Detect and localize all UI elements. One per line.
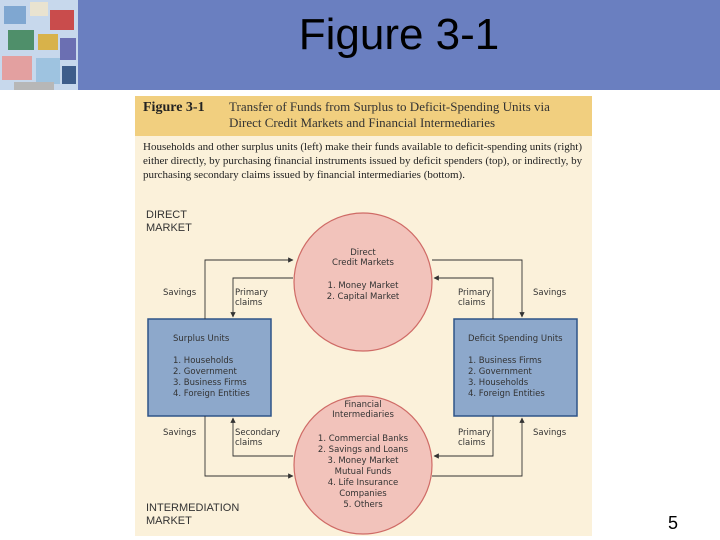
- secondary-claims-label-2: claims: [235, 438, 263, 448]
- collage-graphic: [0, 0, 78, 90]
- figure-caption: Transfer of Funds from Surplus to Defici…: [229, 99, 550, 130]
- intermediation-market-label-1: INTERMEDIATION: [146, 502, 240, 514]
- primary-claims-label-top-left-2: claims: [235, 298, 263, 308]
- direct-market-label-2: MARKET: [146, 222, 192, 234]
- surplus-units-item: 3. Business Firms: [173, 378, 247, 388]
- intermediaries-circle-item: 3. Money Market: [327, 456, 399, 466]
- surplus-units-item: 1. Households: [173, 356, 234, 366]
- deficit-units-title: Deficit Spending Units: [468, 334, 563, 344]
- savings-label-top-right: Savings: [533, 288, 567, 298]
- primary-claims-label-top-right-2: claims: [458, 298, 486, 308]
- surplus-units-box: [147, 318, 272, 417]
- intermediaries-circle-item: Mutual Funds: [334, 467, 392, 477]
- direct-credit-markets-circle: [293, 212, 433, 352]
- arrow-deficit-primary-to-intermediaries: [433, 416, 494, 459]
- primary-claims-label-top-right-1: Primary: [458, 288, 491, 298]
- arrow-deficit-primary-claims: [433, 275, 494, 319]
- decorative-logo-image: [0, 0, 78, 90]
- surplus-units-item: 2. Government: [173, 367, 237, 377]
- figure-label: Figure 3-1: [143, 100, 205, 115]
- intermediaries-circle-item: 5. Others: [343, 500, 383, 510]
- surplus-units-item: 4. Foreign Entities: [173, 389, 250, 399]
- deficit-units-box: [453, 318, 578, 417]
- flow-diagram: [147, 212, 578, 535]
- figure-panel: Figure 3-1 Transfer of Funds from Surplu…: [135, 96, 592, 536]
- slide-header: Figure 3-1: [0, 0, 720, 90]
- primary-claims-label-bottom-right-1: Primary: [458, 428, 491, 438]
- direct-circle-title-1: Direct: [350, 248, 376, 258]
- financial-intermediaries-circle: [293, 395, 433, 535]
- figure-header-band: Figure 3-1 Transfer of Funds from Surplu…: [135, 96, 592, 136]
- deficit-units-item: 3. Households: [468, 378, 529, 388]
- deficit-units-item: 1. Business Firms: [468, 356, 542, 366]
- intermediaries-circle-item: 2. Savings and Loans: [317, 445, 409, 455]
- direct-circle-item: 1. Money Market: [327, 281, 399, 291]
- arrow-surplus-to-intermediaries: [204, 416, 294, 479]
- intermediaries-circle-title-1: Financial: [344, 400, 382, 410]
- savings-label-top-left: Savings: [163, 288, 197, 298]
- arrow-direct-to-deficit: [432, 259, 525, 318]
- intermediaries-circle-item: 4. Life Insurance: [327, 478, 399, 488]
- intermediaries-circle-item: Companies: [339, 489, 387, 499]
- surplus-units-title: Surplus Units: [173, 334, 230, 344]
- primary-claims-label-top-left-1: Primary: [235, 288, 268, 298]
- intermediaries-circle-title-2: Intermediaries: [332, 410, 394, 420]
- savings-label-bottom-right: Savings: [533, 428, 567, 438]
- intermediation-market-label-2: MARKET: [146, 515, 192, 527]
- arrow-surplus-to-direct: [204, 257, 294, 319]
- arrow-primary-claims-to-surplus: [230, 277, 293, 318]
- page-number: 5: [668, 513, 679, 533]
- deficit-units-item: 2. Government: [468, 367, 532, 377]
- deficit-units-item: 4. Foreign Entities: [468, 389, 545, 399]
- arrow-secondary-claims-to-surplus: [230, 417, 293, 457]
- primary-claims-label-bottom-right-2: claims: [458, 438, 486, 448]
- figure-description: Households and other surplus units (left…: [143, 141, 583, 181]
- direct-circle-title-2: Credit Markets: [332, 258, 394, 268]
- arrow-intermediaries-to-deficit: [432, 417, 525, 477]
- savings-label-bottom-left: Savings: [163, 428, 197, 438]
- direct-market-label-1: DIRECT: [146, 209, 187, 221]
- direct-circle-item: 2. Capital Market: [326, 292, 400, 302]
- secondary-claims-label-1: Secondary: [235, 428, 281, 438]
- slide-title: Figure 3-1: [298, 10, 500, 59]
- intermediaries-circle-item: 1. Commercial Banks: [317, 434, 409, 444]
